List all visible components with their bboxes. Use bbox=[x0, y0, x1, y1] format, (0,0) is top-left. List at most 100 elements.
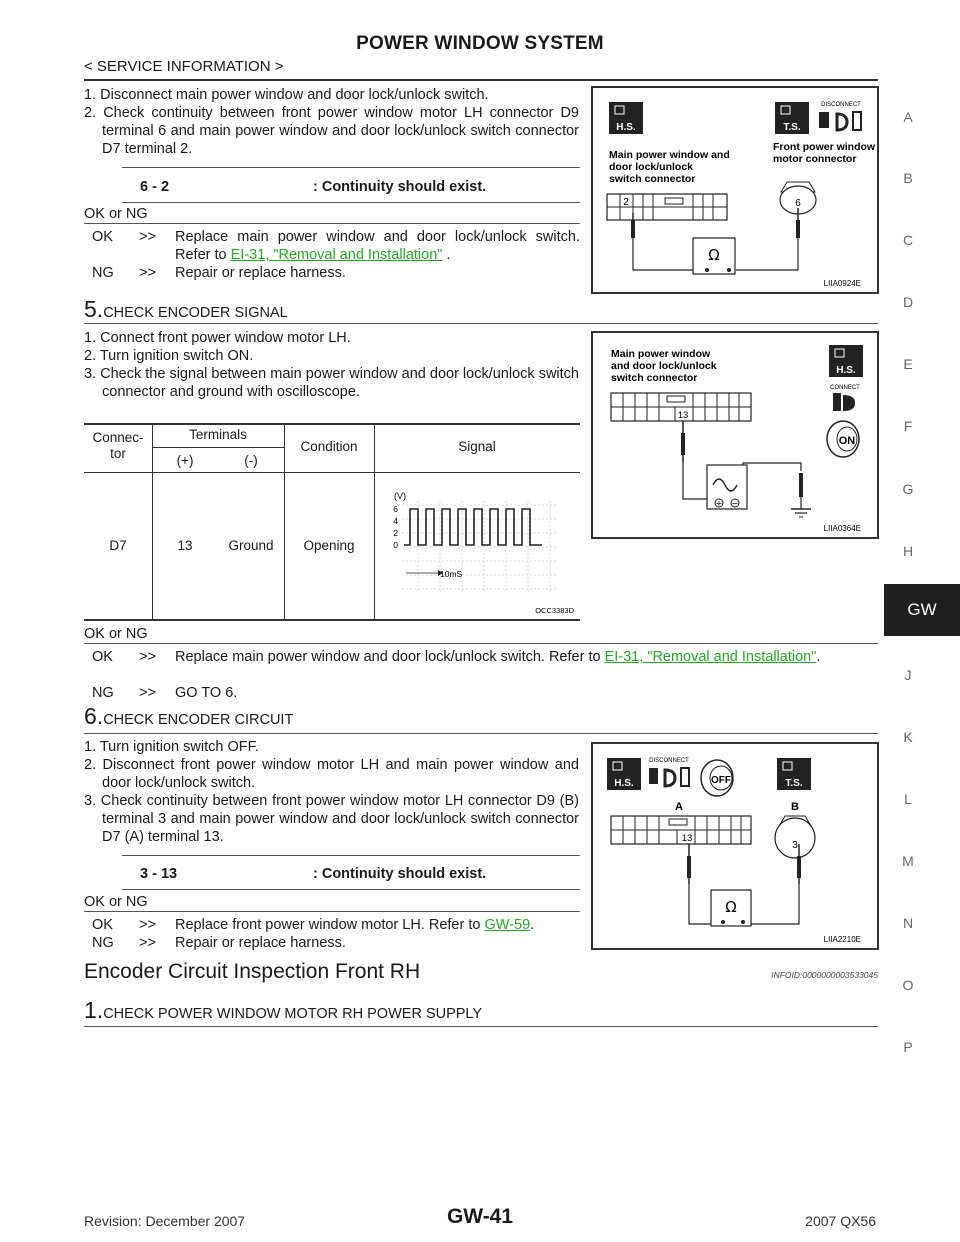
ng-row: NG >> GO TO 6. bbox=[92, 685, 238, 701]
connector-left: 2 bbox=[606, 193, 728, 221]
continuity-rule-bottom bbox=[122, 202, 580, 203]
ok-row: OK >> Replace main power window and door… bbox=[92, 229, 580, 263]
continuity-terms: 6 - 2 bbox=[140, 179, 170, 195]
svg-text:13: 13 bbox=[682, 833, 693, 844]
step6-steps: 1. Turn ignition switch OFF. 2. Disconne… bbox=[84, 738, 579, 846]
info-id: INFOID:0000000003533045 bbox=[771, 970, 878, 980]
ignition-on-icon: ON bbox=[826, 420, 860, 458]
svg-text:Ω: Ω bbox=[708, 246, 719, 264]
svg-text:2: 2 bbox=[623, 197, 629, 208]
sidebar-letter-g[interactable]: G bbox=[902, 481, 914, 497]
footer-model: 2007 QX56 bbox=[805, 1213, 876, 1229]
sidebar-letter-j[interactable]: J bbox=[904, 667, 912, 683]
svg-text:CONNECT: CONNECT bbox=[830, 385, 860, 391]
svg-text:6: 6 bbox=[393, 504, 398, 514]
svg-text:2: 2 bbox=[393, 528, 398, 538]
header-rule bbox=[84, 79, 878, 81]
step-item: 1. Connect front power window motor LH. bbox=[84, 330, 351, 346]
disconnect-icon: DISCONNECT bbox=[649, 758, 690, 788]
sidebar-tab-gw-active[interactable]: GW bbox=[884, 584, 960, 636]
step-item: 1. Turn ignition switch OFF. bbox=[84, 739, 259, 755]
ok-ng-rule bbox=[84, 911, 580, 912]
svg-text:A: A bbox=[675, 801, 683, 813]
svg-text:OCC3383D: OCC3383D bbox=[535, 606, 574, 615]
continuity-result: : Continuity should exist. bbox=[313, 866, 487, 882]
step6-rule bbox=[84, 733, 878, 734]
probe-wires bbox=[687, 844, 801, 925]
step-item: 3. Check continuity between front power … bbox=[84, 793, 579, 845]
ignition-off-icon: OFF bbox=[700, 759, 734, 797]
sidebar-letter-e[interactable]: E bbox=[903, 356, 913, 372]
td-connector: D7 bbox=[109, 538, 127, 553]
svg-text:Front power window motor: Front power window motor connector bbox=[773, 141, 877, 165]
sidebar-letter-d[interactable]: D bbox=[902, 294, 914, 310]
breadcrumb: < SERVICE INFORMATION > bbox=[84, 58, 284, 75]
th-connector: Connec- tor bbox=[92, 430, 144, 461]
figure-oscilloscope-connection: Main power window and door lock/unlock s… bbox=[591, 331, 879, 539]
th-plus: (+) bbox=[176, 453, 194, 468]
svg-text:H.S.: H.S. bbox=[836, 365, 856, 376]
wiring-diagram-2: Main power window and door lock/unlock s… bbox=[610, 345, 863, 533]
step-item: 3. Check the signal between main power w… bbox=[84, 366, 579, 400]
ts-icon: T.S. bbox=[777, 758, 811, 790]
td-condition: Opening bbox=[303, 538, 355, 553]
figure-code: LIIA2210E bbox=[824, 935, 861, 944]
svg-text:−: − bbox=[732, 499, 739, 508]
continuity-rule-bottom bbox=[122, 889, 580, 890]
link-ei-31[interactable]: EI-31, "Removal and Installation" bbox=[230, 247, 443, 263]
sidebar-letter-h[interactable]: H bbox=[902, 543, 914, 559]
ng-row: NG >> Repair or replace harness. bbox=[92, 265, 346, 281]
th-terminals: Terminals bbox=[189, 427, 247, 442]
continuity-rule-top bbox=[122, 167, 580, 168]
probe-wires bbox=[631, 208, 800, 271]
svg-text:OFF: OFF bbox=[711, 775, 731, 786]
svg-text:Ω: Ω bbox=[725, 898, 736, 916]
sidebar-letter-n[interactable]: N bbox=[902, 915, 914, 931]
step-heading-6: 6.CHECK ENCODER CIRCUIT bbox=[84, 703, 294, 729]
step-item: 2. Check continuity between front power … bbox=[84, 105, 579, 157]
sidebar-letter-b[interactable]: B bbox=[903, 170, 913, 186]
svg-text:0: 0 bbox=[393, 540, 398, 550]
sidebar-letter-l[interactable]: L bbox=[904, 791, 912, 807]
svg-text:6: 6 bbox=[795, 198, 801, 209]
ohmmeter-icon: Ω bbox=[692, 237, 736, 275]
sidebar-letter-k[interactable]: K bbox=[903, 729, 913, 745]
ok-row: OK >> Replace front power window motor L… bbox=[92, 917, 535, 933]
ng-row: NG >> Repair or replace harness. bbox=[92, 935, 346, 951]
ok-ng-rule bbox=[84, 643, 878, 644]
link-gw-59[interactable]: GW-59 bbox=[484, 917, 531, 933]
svg-text:DISCONNECT: DISCONNECT bbox=[821, 102, 861, 108]
td-plus: 13 bbox=[177, 538, 193, 553]
svg-text:DISCONNECT: DISCONNECT bbox=[649, 758, 689, 764]
svg-text:H.S.: H.S. bbox=[614, 778, 634, 789]
signal-table: Connec- tor Terminals (+) (-) Condition … bbox=[84, 423, 580, 623]
sidebar-letter-a[interactable]: A bbox=[903, 109, 913, 125]
svg-text:T.S.: T.S. bbox=[783, 122, 800, 133]
section-title: Encoder Circuit Inspection Front RH bbox=[84, 960, 421, 983]
th-condition: Condition bbox=[300, 439, 358, 454]
figure-code: LIIA0924E bbox=[824, 279, 861, 288]
sidebar-letter-c[interactable]: C bbox=[902, 232, 914, 248]
hs-icon: H.S. bbox=[829, 345, 863, 377]
step-item: 2. Turn ignition switch ON. bbox=[84, 348, 254, 364]
connector-a: 13 bbox=[610, 815, 752, 845]
link-ei-31[interactable]: EI-31, "Removal and Installation" bbox=[604, 649, 817, 665]
sidebar-letter-o[interactable]: O bbox=[902, 977, 914, 993]
step-heading-1: 1.CHECK POWER WINDOW MOTOR RH POWER SUPP… bbox=[84, 997, 483, 1023]
figure-connector-continuity-1: H.S. T.S. DISCONNECT Main power window a… bbox=[591, 86, 879, 294]
wiring-diagram-3: H.S. DISCONNECT OFF T.S. A B bbox=[607, 758, 861, 944]
ok-ng-rule bbox=[84, 223, 580, 224]
svg-text:+: + bbox=[716, 499, 723, 508]
sidebar-letter-p[interactable]: P bbox=[903, 1039, 913, 1055]
continuity-rule-top bbox=[122, 855, 580, 856]
sidebar-letter-m[interactable]: M bbox=[902, 853, 914, 869]
svg-text:T.S.: T.S. bbox=[785, 778, 802, 789]
svg-text:Main power window and do: Main power window and door lock/unlock s… bbox=[609, 149, 733, 185]
ok-row: OK >> Replace main power window and door… bbox=[92, 649, 821, 665]
wiring-diagram-1: H.S. T.S. DISCONNECT Main power window a… bbox=[606, 102, 877, 288]
figure-code: LIIA0364E bbox=[824, 524, 861, 533]
svg-text:13: 13 bbox=[678, 410, 689, 421]
step-item: 2. Disconnect front power window motor L… bbox=[84, 757, 579, 791]
oscilloscope-icon: + − bbox=[706, 464, 748, 510]
sidebar-letter-f[interactable]: F bbox=[903, 418, 913, 434]
